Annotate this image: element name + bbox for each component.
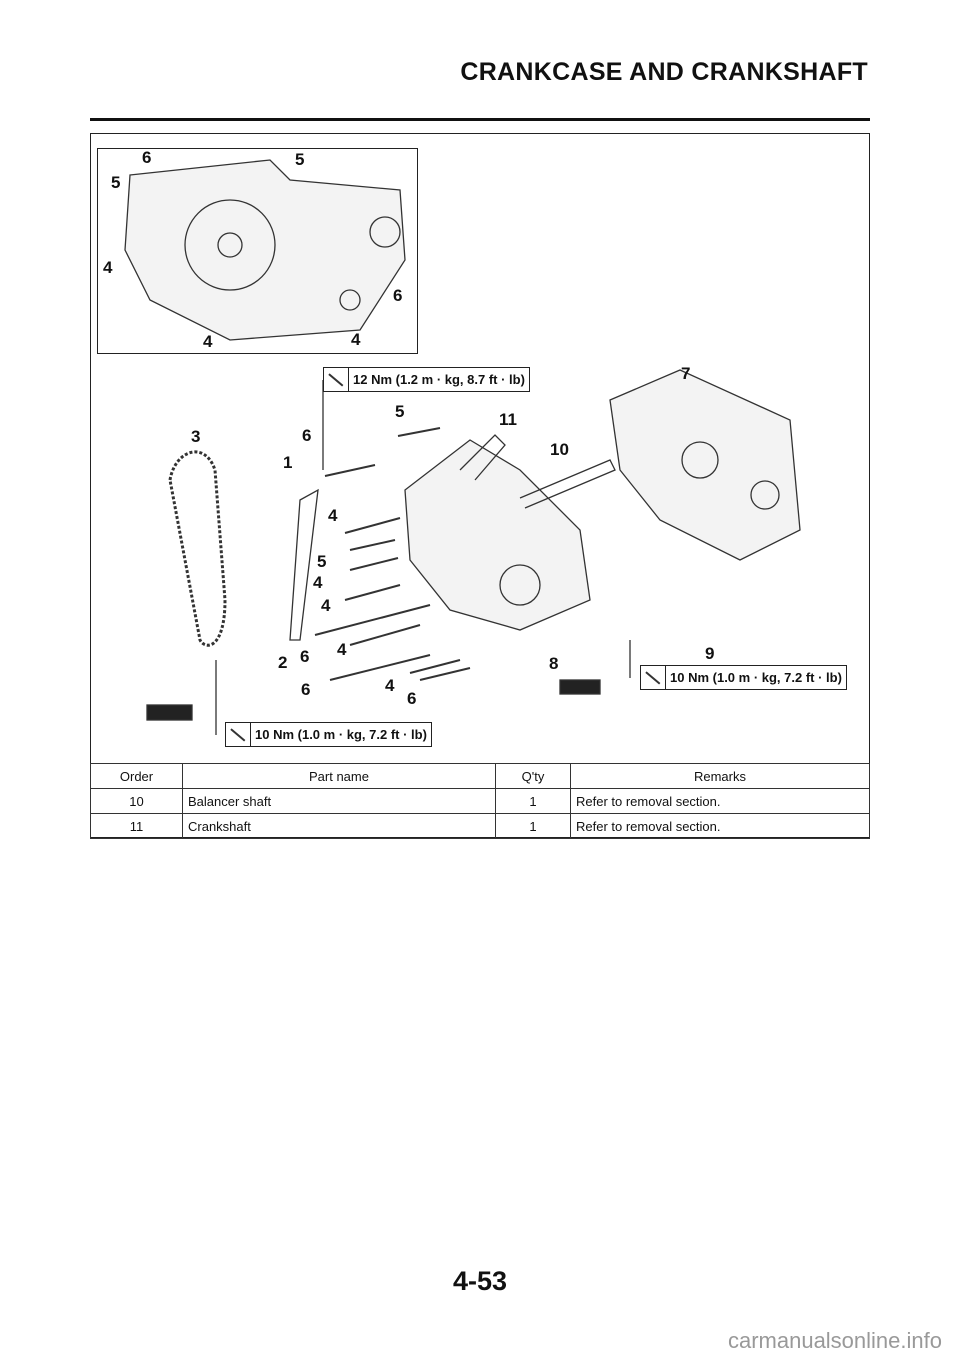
parts-table: Order Part name Q'ty Remarks 10 Balancer… [90,763,870,839]
torque-value: 10 Nm (1.0 m · kg, 7.2 ft · lb) [255,727,427,742]
callout: 10 [550,440,569,459]
callout: 6 [301,680,311,699]
callout: 4 [313,573,323,592]
order-cell: 10 [90,788,183,814]
torque-value: 12 Nm (1.2 m · kg, 8.7 ft · lb) [353,372,525,387]
callout: 5 [395,402,405,421]
callout: 1 [283,453,293,472]
torque-wrench-icon [324,368,349,391]
callout: 8 [549,654,559,673]
column-header: Part name [182,763,496,789]
callout: 4 [385,676,395,695]
table-header-row: Order Part name Q'ty Remarks [90,763,870,789]
column-header: Remarks [570,763,870,789]
callout: 4 [103,258,113,277]
qty-cell: 1 [495,813,571,839]
page-number: 4-53 [452,1266,508,1296]
callout: 4 [351,330,361,349]
order-cell: 11 [90,813,183,839]
callout: 9 [705,644,715,663]
callout: 4 [321,596,331,615]
callout: 6 [300,647,310,666]
callout: 5 [317,552,327,571]
remarks-cell: Refer to removal section. [570,788,870,814]
inset-diagram [97,148,418,354]
callout: 7 [681,364,691,383]
torque-wrench-icon [641,666,666,689]
callout: 6 [407,689,417,708]
page-title: CRANKCASE AND CRANKSHAFT [460,58,868,86]
column-header: Order [90,763,183,789]
torque-spec-box: 10 Nm (1.0 m · kg, 7.2 ft · lb) [225,722,432,747]
watermark: carmanualsonline.info [727,1328,942,1353]
callout: 5 [295,150,305,169]
qty-cell: 1 [495,788,571,814]
part-name-cell: Crankshaft [182,813,496,839]
column-header: Q'ty [495,763,571,789]
torque-value: 10 Nm (1.0 m · kg, 7.2 ft · lb) [670,670,842,685]
header-rule [90,118,870,121]
callout: 3 [191,427,201,446]
callout: 4 [203,332,213,351]
torque-spec-box: 12 Nm (1.2 m · kg, 8.7 ft · lb) [323,367,530,392]
callout: 6 [302,426,312,445]
callout: 4 [328,506,338,525]
remarks-cell: Refer to removal section. [570,813,870,839]
callout: 5 [111,173,121,192]
callout: 6 [142,148,152,167]
torque-spec-box: 10 Nm (1.0 m · kg, 7.2 ft · lb) [640,665,847,690]
table-row: 10 Balancer shaft 1 Refer to removal sec… [90,788,870,814]
callout: 2 [278,653,288,672]
table-row: 11 Crankshaft 1 Refer to removal section… [90,813,870,839]
torque-wrench-icon [226,723,251,746]
part-name-cell: Balancer shaft [182,788,496,814]
callout: 11 [499,410,517,429]
callout: 4 [337,640,347,659]
callout: 6 [393,286,403,305]
